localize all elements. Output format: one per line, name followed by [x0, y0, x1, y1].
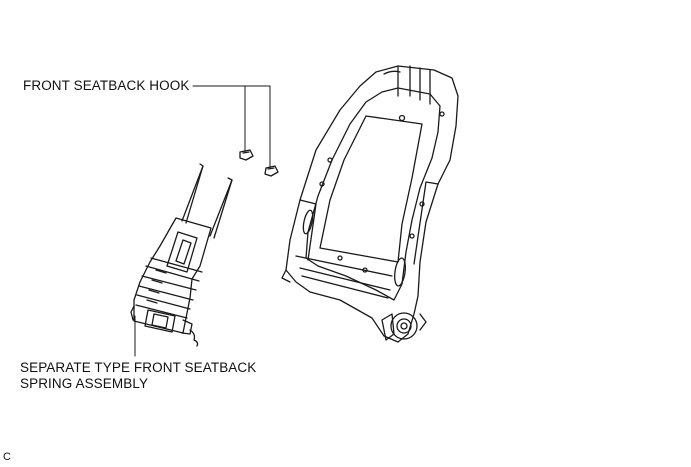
figure-code: C [3, 451, 12, 463]
seatback-hook-left [239, 149, 254, 161]
hook-leader-lines [192, 85, 271, 169]
seatback-frame [281, 65, 459, 343]
seatback-spring-assembly [130, 163, 233, 347]
spring-assembly-label: SEPARATE TYPE FRONT SEATBACK SPRING ASSE… [20, 360, 256, 392]
spring-assembly-label-line2: SPRING ASSEMBLY [20, 376, 149, 391]
front-seatback-hook-label: FRONT SEATBACK HOOK [23, 78, 190, 93]
seatback-hook-right [264, 165, 279, 177]
spring-assembly-label-line1: SEPARATE TYPE FRONT SEATBACK [20, 360, 257, 375]
